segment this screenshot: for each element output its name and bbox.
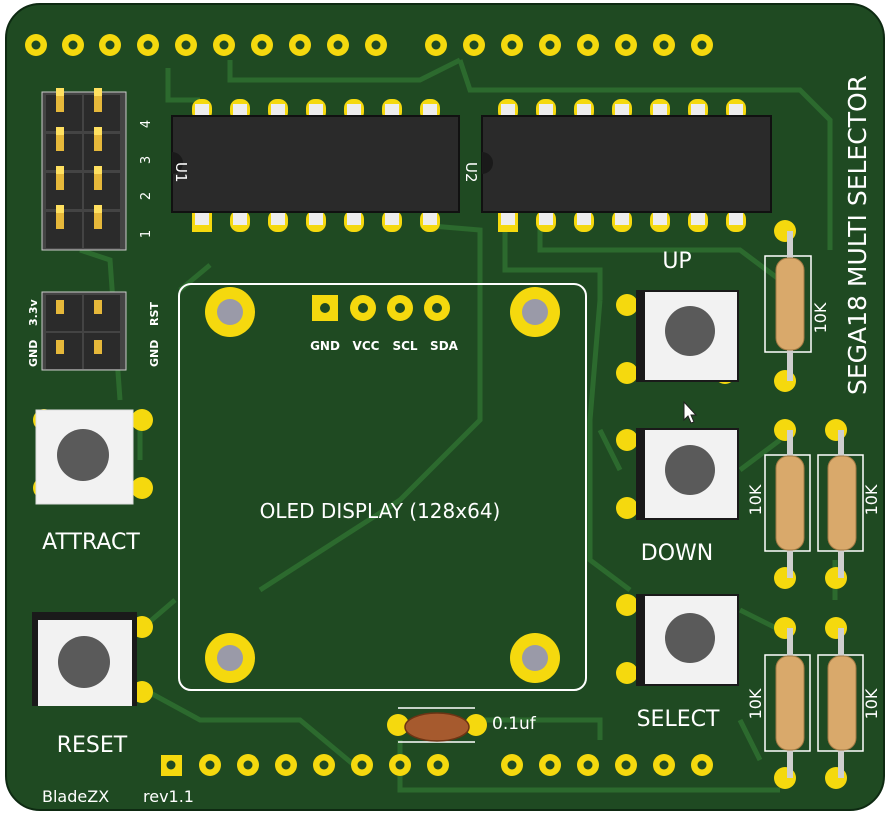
resistor-5 (817, 617, 864, 789)
button-reset-label: RESET (57, 733, 128, 758)
resistor-4-value: 10K (746, 688, 765, 719)
resistor-4 (764, 617, 811, 789)
resistor-5-value: 10K (862, 688, 881, 719)
copper-traces (79, 57, 838, 793)
revision-label: rev1.1 (143, 787, 194, 806)
resistor-3-value: 10K (862, 484, 881, 515)
header-pin-3-label: 3 (139, 156, 154, 164)
resistor-1-value: 10K (811, 302, 830, 333)
ic-u1-ref: U1 (172, 162, 190, 183)
power-gnd2-label: GND (148, 340, 161, 367)
oled-pin-vcc-label: VCC (353, 339, 380, 353)
button-select-label: SELECT (637, 707, 720, 732)
top-pin-header (25, 34, 713, 56)
resistor-2 (764, 419, 811, 589)
resistor-2-value: 10K (746, 484, 765, 515)
power-3v3-label: 3.3v (27, 299, 40, 326)
oled-mount-holes (205, 287, 560, 683)
oled-pin-sda-label: SDA (430, 339, 459, 353)
capacitor-value: 0.1uf (492, 714, 537, 734)
button-up-label: UP (662, 249, 691, 274)
power-rst-label: RST (148, 302, 161, 326)
header-pin-1-label: 1 (139, 230, 154, 238)
ic-u2-ref: U2 (462, 162, 480, 183)
header-pin-4-label: 4 (139, 120, 154, 128)
bottom-pin-header (161, 754, 713, 776)
author-label: BladeZX (42, 787, 109, 806)
resistor-3 (817, 419, 864, 589)
oled-pin-gnd-label: GND (310, 339, 340, 353)
button-attract[interactable] (33, 409, 153, 505)
resistor-1 (764, 220, 812, 392)
ic-u1 (171, 99, 460, 232)
button-down[interactable] (616, 428, 739, 520)
oled-pin-scl-label: SCL (392, 339, 417, 353)
capacitor (387, 707, 487, 743)
button-down-label: DOWN (641, 541, 713, 566)
button-up[interactable] (616, 290, 739, 384)
board-title: SEGA18 MULTI SELECTOR (843, 75, 872, 395)
header-pin-2-label: 2 (139, 192, 154, 200)
cursor-icon (683, 400, 698, 424)
button-select[interactable] (616, 594, 739, 686)
power-gnd-label: GND (27, 340, 40, 367)
button-attract-label: ATTRACT (42, 530, 140, 555)
oled-pin-pads (312, 295, 450, 321)
ic-u2 (481, 99, 772, 232)
pin-header-2x4 (41, 88, 127, 251)
oled-module (178, 283, 587, 691)
oled-label: OLED DISPLAY (128x64) (260, 499, 501, 523)
button-reset[interactable] (32, 612, 153, 706)
power-header-2x2 (41, 291, 127, 371)
